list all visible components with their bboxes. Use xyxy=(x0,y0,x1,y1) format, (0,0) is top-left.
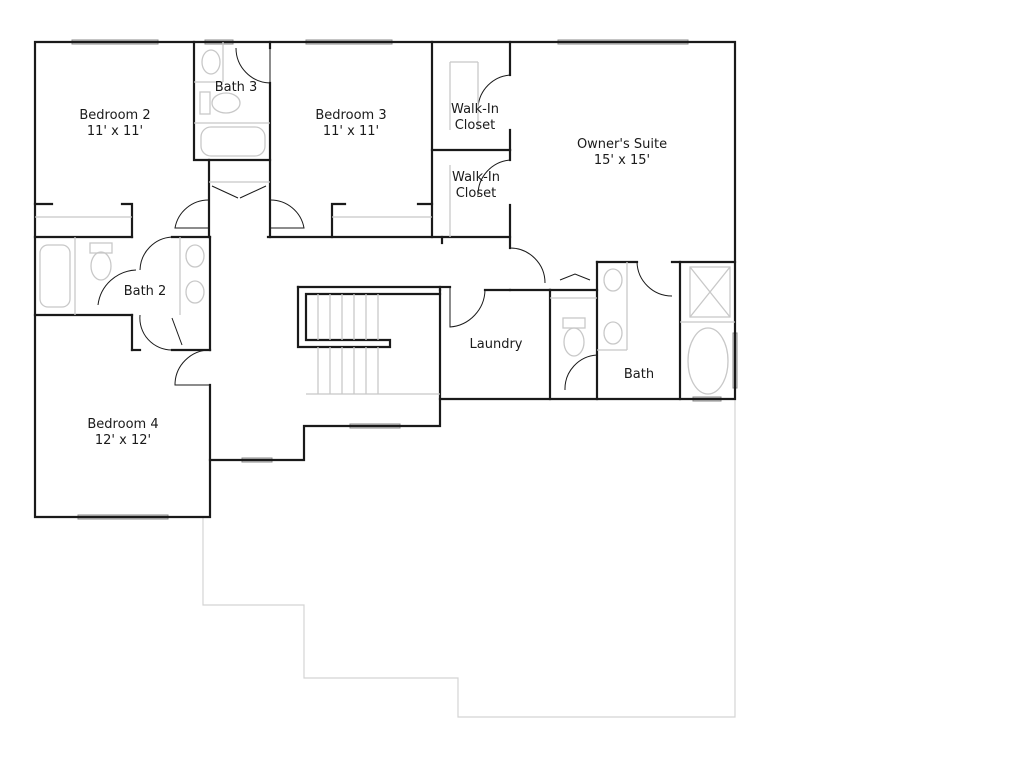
room-name: Laundry xyxy=(470,337,523,352)
walls xyxy=(33,40,737,519)
room-bedroom-2: Bedroom 2 11' x 11' xyxy=(79,108,150,139)
room-bath-2: Bath 2 xyxy=(124,284,167,299)
room-name: Bedroom 2 xyxy=(79,108,150,123)
fixtures xyxy=(35,42,735,395)
room-walk-in-closet-1: Walk-In Closet xyxy=(451,102,499,133)
room-bath-3: Bath 3 xyxy=(215,80,258,95)
room-size: 12' x 12' xyxy=(95,433,151,448)
room-name: Bath xyxy=(624,367,654,382)
room-size: 11' x 11' xyxy=(323,124,379,139)
room-bedroom-4: Bedroom 4 12' x 12' xyxy=(87,417,158,448)
room-laundry: Laundry xyxy=(470,337,523,352)
stair-treads xyxy=(317,294,379,394)
room-name: Owner's Suite xyxy=(577,137,667,152)
room-walk-in-closet-2: Walk-In Closet xyxy=(452,170,500,201)
room-name: Bedroom 4 xyxy=(87,417,158,432)
room-name: Bedroom 3 xyxy=(315,108,386,123)
room-owners-bath: Bath xyxy=(624,367,654,382)
windows xyxy=(71,39,738,520)
room-size: Closet xyxy=(456,186,497,201)
room-bedroom-3: Bedroom 3 11' x 11' xyxy=(315,108,386,139)
room-name: Walk-In xyxy=(451,102,499,117)
lower-level-outline xyxy=(202,399,736,718)
room-name: Bath 2 xyxy=(124,284,167,299)
room-name: Bath 3 xyxy=(215,80,258,95)
room-size: 11' x 11' xyxy=(87,124,143,139)
room-size: Closet xyxy=(455,118,496,133)
room-name: Walk-In xyxy=(452,170,500,185)
room-size: 15' x 15' xyxy=(594,153,650,168)
doors xyxy=(97,47,673,391)
room-owners-suite: Owner's Suite 15' x 15' xyxy=(577,137,667,168)
